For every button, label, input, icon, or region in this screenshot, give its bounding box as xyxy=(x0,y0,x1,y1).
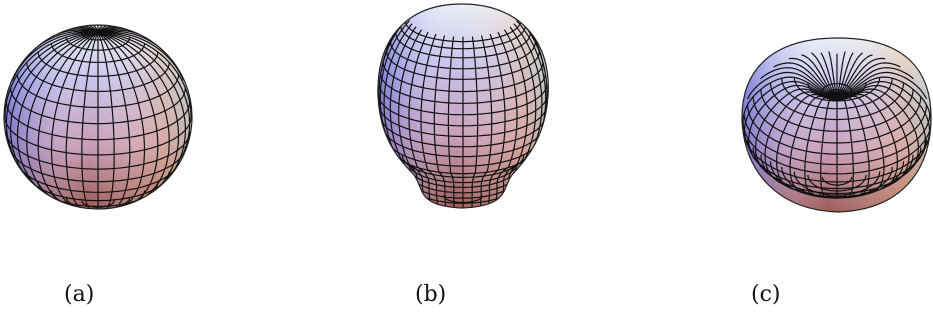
longitude-line xyxy=(420,33,439,208)
longitude-line xyxy=(97,31,146,209)
longitude-line xyxy=(801,54,838,98)
longitude-line xyxy=(836,71,927,100)
longitude-line xyxy=(836,76,932,125)
longitude-line xyxy=(789,95,838,195)
longitude-line xyxy=(788,57,838,98)
longitude-line xyxy=(820,96,838,199)
longitude-line xyxy=(97,31,115,209)
longitude-line xyxy=(97,31,191,154)
longitude-line xyxy=(743,80,838,151)
longitude-line xyxy=(836,52,854,98)
longitude-line xyxy=(383,23,413,164)
longitude-line xyxy=(836,62,901,98)
longitude-line xyxy=(97,31,131,209)
sphere-figure xyxy=(3,24,193,210)
longitude-line xyxy=(471,36,479,208)
torus-figure xyxy=(741,37,932,213)
longitude-line xyxy=(828,51,838,98)
caption-c: (c) xyxy=(751,282,781,307)
longitude-line xyxy=(487,33,506,208)
longitude-line xyxy=(760,67,838,98)
longitude-line xyxy=(16,31,99,194)
longitude-line xyxy=(754,88,838,181)
longitude-line xyxy=(97,31,180,194)
longitude-line xyxy=(836,52,863,98)
longitude-line xyxy=(97,31,159,206)
longitude-line xyxy=(494,31,518,207)
longitude-line xyxy=(836,84,926,170)
longitude-line xyxy=(804,96,838,197)
longitude-line xyxy=(764,91,838,187)
longitude-line xyxy=(836,54,873,98)
longitude-line xyxy=(97,31,185,81)
longitude-line xyxy=(775,93,838,192)
longitude-line xyxy=(836,88,920,181)
longitude-line xyxy=(504,4,509,9)
longitude-line xyxy=(50,31,99,209)
caption-a: (a) xyxy=(64,282,95,307)
longitude-line xyxy=(433,35,447,208)
longitude-line xyxy=(748,84,838,170)
longitude-line xyxy=(836,57,886,98)
longitude-line xyxy=(97,31,170,201)
longitude-line xyxy=(9,31,99,181)
longitude-line xyxy=(447,36,455,208)
longitude-line xyxy=(379,19,411,143)
longitude-line xyxy=(398,29,424,196)
longitude-line xyxy=(836,51,846,98)
longitude-line xyxy=(479,35,493,208)
longitude-line xyxy=(836,67,914,98)
longitude-line xyxy=(97,31,192,118)
longitude-line xyxy=(742,76,838,125)
latitude-line xyxy=(65,196,131,209)
longitude-line xyxy=(4,31,99,118)
longitude-line xyxy=(747,71,838,100)
longitude-line xyxy=(91,25,99,33)
longitude-line xyxy=(26,31,99,201)
caption-b: (b) xyxy=(415,282,447,307)
longitude-line xyxy=(811,52,838,98)
longitude-line xyxy=(389,26,418,180)
longitude-line xyxy=(773,62,838,98)
longitude-line xyxy=(65,31,99,209)
longitude-line xyxy=(508,26,537,180)
longitude-line xyxy=(11,31,99,81)
longitude-line xyxy=(5,31,99,154)
longitude-line xyxy=(502,29,528,196)
longitude-line xyxy=(408,31,432,207)
bulb-figure xyxy=(377,3,549,209)
longitude-line xyxy=(81,31,99,209)
longitude-line xyxy=(37,31,99,206)
longitude-line xyxy=(836,80,931,151)
longitude-line xyxy=(820,52,838,98)
longitude-line xyxy=(417,4,422,9)
longitude-line xyxy=(378,16,410,109)
longitude-line xyxy=(97,25,105,33)
longitude-line xyxy=(836,96,854,199)
longitude-line xyxy=(97,31,187,181)
